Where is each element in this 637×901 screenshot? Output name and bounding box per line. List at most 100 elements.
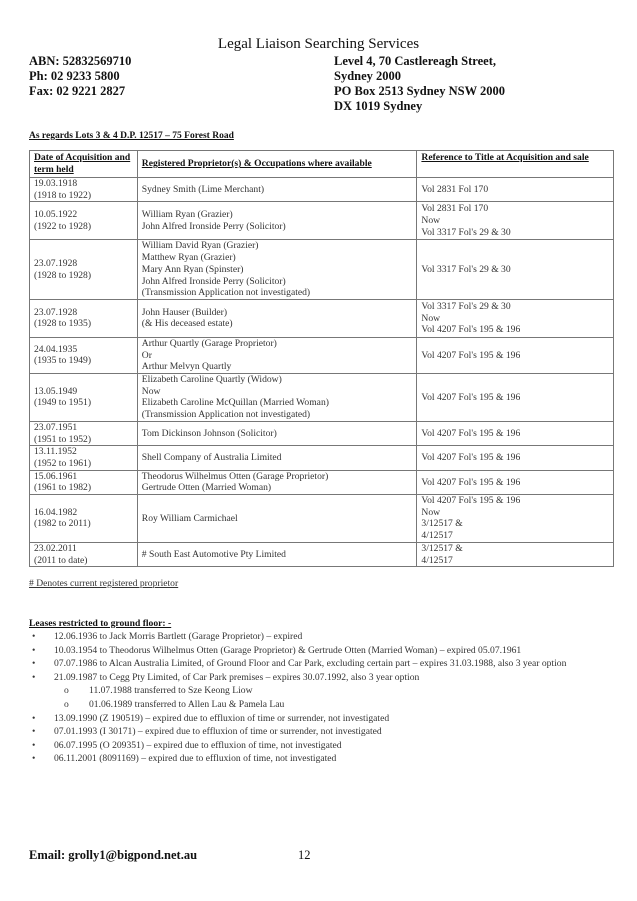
- proprietors-line: Roy William Carmichael: [141, 512, 238, 524]
- footnote: # Denotes current registered proprietor: [29, 578, 179, 589]
- reference-line: Vol 4207 Fol's 195 & 196: [421, 391, 521, 403]
- date-line: (1982 to 2011): [34, 518, 91, 530]
- cell-proprietors: John Hauser (Builder)(& His deceased est…: [136, 298, 418, 338]
- bullet-icon: •: [32, 712, 36, 724]
- lease-item: • 06.07.1995 (O 209351) – expired due to …: [29, 739, 566, 753]
- cell-date: 23.07.1928(1928 to 1928): [29, 239, 138, 300]
- reference-line: Vol 4207 Fol's 195 & 196: [421, 452, 521, 464]
- date-line: (1922 to 1928): [34, 220, 92, 232]
- proprietors-line: Theodorus Wilhelmus Otten (Garage Propri…: [141, 470, 329, 482]
- lease-text: 07.07.1986 to Alcan Australia Limited, o…: [54, 658, 567, 670]
- lease-item: •12.06.1936 to Jack Morris Bartlett (Gar…: [29, 630, 566, 644]
- table-row: 23.07.1928(1928 to 1935)John Hauser (Bui…: [29, 298, 614, 338]
- reference-line: 4/12517: [421, 554, 453, 566]
- date-line: 10.05.1922: [34, 209, 78, 221]
- address-block: Level 4, 70 Castlereagh Street, Sydney 2…: [334, 54, 505, 114]
- proprietors-line: William David Ryan (Grazier): [141, 240, 259, 252]
- date-line: 13.11.1952: [34, 446, 77, 458]
- lease-item: •21.09.1987 to Cegg Pty Limited, of Car …: [29, 671, 566, 685]
- lease-text: 01.06.1989 transferred to Allen Lau & Pa…: [89, 698, 285, 710]
- table-row: 23.07.1951(1951 to 1952)Tom Dickinson Jo…: [29, 420, 614, 447]
- proprietors-line: Gertrude Otten (Married Woman): [141, 482, 272, 494]
- proprietors-line: Tom Dickinson Johnson (Solicitor): [141, 427, 277, 439]
- date-line: (1949 to 1951): [34, 397, 92, 409]
- lease-text: 06.07.1995 (O 209351) – expired due to e…: [54, 739, 342, 751]
- cell-proprietors: William Ryan (Grazier)John Alfred Ironsi…: [136, 201, 418, 241]
- cell-proprietors: Tom Dickinson Johnson (Solicitor): [136, 420, 418, 447]
- date-line: 24.04.1935: [34, 343, 78, 355]
- cell-reference: Vol 4207 Fol's 195 & 196: [416, 420, 614, 447]
- date-line: (1951 to 1952): [34, 433, 92, 445]
- reference-line: 3/12517 &: [421, 542, 463, 554]
- date-line: 16.04.1982: [34, 506, 78, 518]
- reference-line: Vol 3317 Fol's 29 & 30: [421, 226, 511, 238]
- bullet-icon: •: [32, 739, 36, 751]
- proprietors-line: Elizabeth Caroline Quartly (Widow): [141, 374, 282, 386]
- reference-line: Vol 4207 Fol's 195 & 196: [421, 324, 521, 336]
- date-line: 15.06.1961: [34, 470, 78, 482]
- table-row: 10.05.1922(1922 to 1928)William Ryan (Gr…: [29, 201, 614, 241]
- reference-line: Vol 4207 Fol's 195 & 196: [421, 476, 521, 488]
- proprietors-line: John Hauser (Builder): [141, 306, 228, 318]
- proprietors-line: (Transmission Application not investigat…: [141, 409, 311, 421]
- proprietors-line: Arthur Quartly (Garage Proprietor): [141, 337, 277, 349]
- date-line: 13.05.1949: [34, 385, 78, 397]
- proprietors-line: Sydney Smith (Lime Merchant): [141, 183, 265, 195]
- date-line: 23.07.1951: [34, 421, 78, 433]
- reference-line: Vol 3317 Fol's 29 & 30: [421, 263, 511, 275]
- address-line: DX 1019 Sydney: [334, 99, 423, 113]
- column-header-proprietors: Registered Proprietor(s) & Occupations w…: [136, 150, 418, 178]
- circle-bullet-icon: o: [64, 685, 69, 697]
- date-line: (1928 to 1935): [34, 318, 92, 330]
- cell-date: 23.07.1928(1928 to 1935): [29, 298, 138, 338]
- cell-date: 15.06.1961(1961 to 1982): [29, 469, 138, 496]
- reference-line: Vol 2831 Fol 170: [421, 183, 489, 195]
- regards-heading: As regards Lots 3 & 4 D.P. 12517 – 75 Fo…: [29, 131, 234, 141]
- cell-date: 19.03.1918(1918 to 1922): [29, 176, 138, 203]
- date-line: (1952 to 1961): [34, 457, 92, 469]
- company-title: Legal Liaison Searching Services: [217, 36, 420, 52]
- cell-reference: Vol 4207 Fol's 195 & 196: [416, 336, 614, 375]
- lease-text: 13.09.1990 (Z 190519) – expired due to e…: [54, 712, 390, 724]
- contact-details: ABN: 52832569710 Ph: 02 9233 5800 Fax: 0…: [29, 54, 131, 99]
- leases-heading: Leases restricted to ground floor: -: [29, 618, 172, 629]
- reference-line: Vol 4207 Fol's 195 & 196: [421, 427, 521, 439]
- date-line: (1928 to 1928): [34, 269, 92, 281]
- table-row: 23.07.1928(1928 to 1928)William David Ry…: [29, 239, 614, 300]
- proprietors-line: Elizabeth Caroline McQuillan (Married Wo…: [141, 397, 329, 409]
- lease-item: •07.07.1986 to Alcan Australia Limited, …: [29, 657, 566, 671]
- cell-date: 23.02.2011(2011 to date): [29, 541, 138, 568]
- bullet-icon: •: [32, 726, 36, 738]
- table-row: 13.11.1952(1952 to 1961) Shell Company of…: [29, 445, 614, 471]
- fax: Fax: 02 9221 2827: [29, 84, 126, 98]
- reference-line: 4/12517: [421, 530, 453, 542]
- lease-item: •07.01.1993 (I 30171) – expired due to e…: [29, 725, 566, 739]
- table-row: 13.05.1949(1949 to 1951) Elizabeth Caroli…: [29, 373, 614, 422]
- column-header-reference: Reference to Title at Acquisition and sa…: [416, 150, 614, 178]
- cell-proprietors: # South East Automotive Pty Limited: [136, 541, 418, 568]
- cell-date: 10.05.1922(1922 to 1928): [29, 201, 138, 241]
- table-row: 23.02.2011(2011 to date)# South East Aut…: [29, 541, 614, 568]
- lease-item: •06.11.2001 (8091169) – expired due to e…: [29, 752, 566, 766]
- cell-date: 23.07.1951(1951 to 1952): [29, 420, 138, 447]
- proprietors-line: Matthew Ryan (Grazier): [141, 252, 236, 264]
- leases-list: •12.06.1936 to Jack Morris Bartlett (Gar…: [29, 630, 566, 766]
- cell-reference: Vol 2831 Fol 170: [416, 176, 614, 203]
- address-line: Sydney 2000: [334, 69, 402, 83]
- proprietors-line: Shell Company of Australia Limited: [141, 452, 282, 464]
- bullet-icon: •: [32, 671, 36, 683]
- proprietors-line: John Alfred Ironside Perry (Solicitor): [141, 275, 286, 287]
- date-line: 23.07.1928: [34, 257, 78, 269]
- cell-proprietors: Sydney Smith (Lime Merchant): [136, 176, 418, 203]
- cell-reference: Vol 3317 Fol's 29 & 30: [416, 239, 614, 300]
- date-line: (1961 to 1982): [34, 482, 92, 494]
- lease-item: •10.03.1954 to Theodorus Wilhelmus Otten…: [29, 644, 566, 658]
- proprietors-line: Or: [141, 349, 152, 361]
